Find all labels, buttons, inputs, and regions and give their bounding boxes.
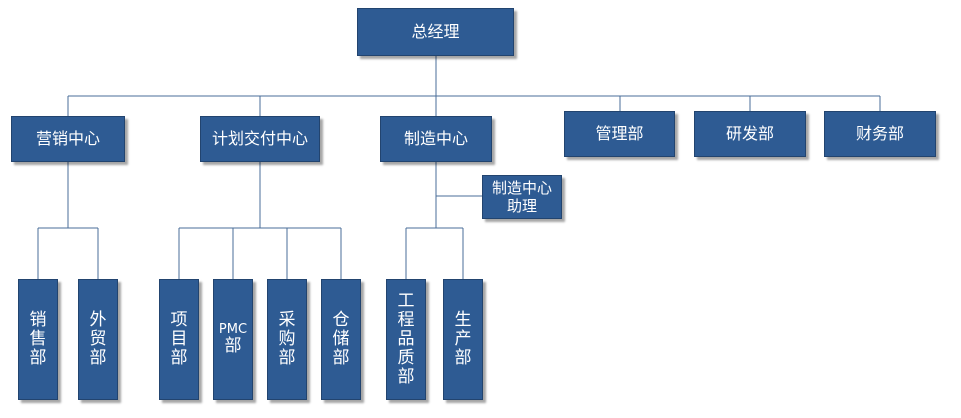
production-dept-label: 生产部: [454, 309, 472, 369]
manufacturing-assistant-label-line1: 制造中心: [491, 179, 552, 197]
manufacturing-center-node: 制造中心: [380, 116, 492, 162]
management-dept-label: 管理部: [595, 123, 644, 143]
pmc-dept-label: PMC 部: [218, 321, 248, 357]
warehouse-dept-node: 仓储部: [321, 279, 361, 400]
engineering-quality-dept-node: 工程品质部: [386, 279, 426, 400]
procurement-dept-node: 采购部: [267, 279, 307, 400]
management-dept-node: 管理部: [564, 111, 675, 157]
manufacturing-center-label: 制造中心: [403, 128, 468, 148]
foreign-trade-dept-node: 外贸部: [78, 279, 118, 400]
engineering-quality-dept-label: 工程品质部: [397, 290, 415, 388]
finance-dept-label: 财务部: [855, 123, 904, 143]
sales-dept-node: 销售部: [18, 279, 58, 400]
procurement-dept-label: 采购部: [278, 309, 296, 369]
production-dept-node: 生产部: [443, 279, 483, 400]
planning-delivery-center-label: 计划交付中心: [211, 128, 308, 148]
pmc-dept-label-line2: 部: [224, 336, 242, 357]
foreign-trade-dept-label: 外贸部: [89, 309, 107, 369]
pmc-dept-node: PMC 部: [213, 279, 253, 400]
pmc-dept-label-line1: PMC: [218, 321, 248, 337]
rnd-dept-label: 研发部: [725, 123, 774, 143]
finance-dept-node: 财务部: [824, 111, 936, 157]
project-dept-node: 项目部: [159, 279, 199, 400]
warehouse-dept-label: 仓储部: [332, 309, 350, 369]
manufacturing-assistant-label-line2: 助理: [506, 197, 537, 215]
sales-center-node: 营销中心: [11, 116, 125, 162]
sales-center-label: 营销中心: [35, 128, 100, 148]
manufacturing-assistant-label: 制造中心 助理: [492, 179, 552, 215]
sales-dept-label: 销售部: [29, 309, 47, 369]
manufacturing-assistant-node: 制造中心 助理: [482, 175, 562, 219]
general-manager-node: 总经理: [357, 8, 514, 56]
planning-delivery-center-node: 计划交付中心: [200, 116, 320, 162]
project-dept-label: 项目部: [170, 309, 188, 369]
rnd-dept-node: 研发部: [694, 111, 806, 157]
general-manager-label: 总经理: [411, 21, 460, 41]
